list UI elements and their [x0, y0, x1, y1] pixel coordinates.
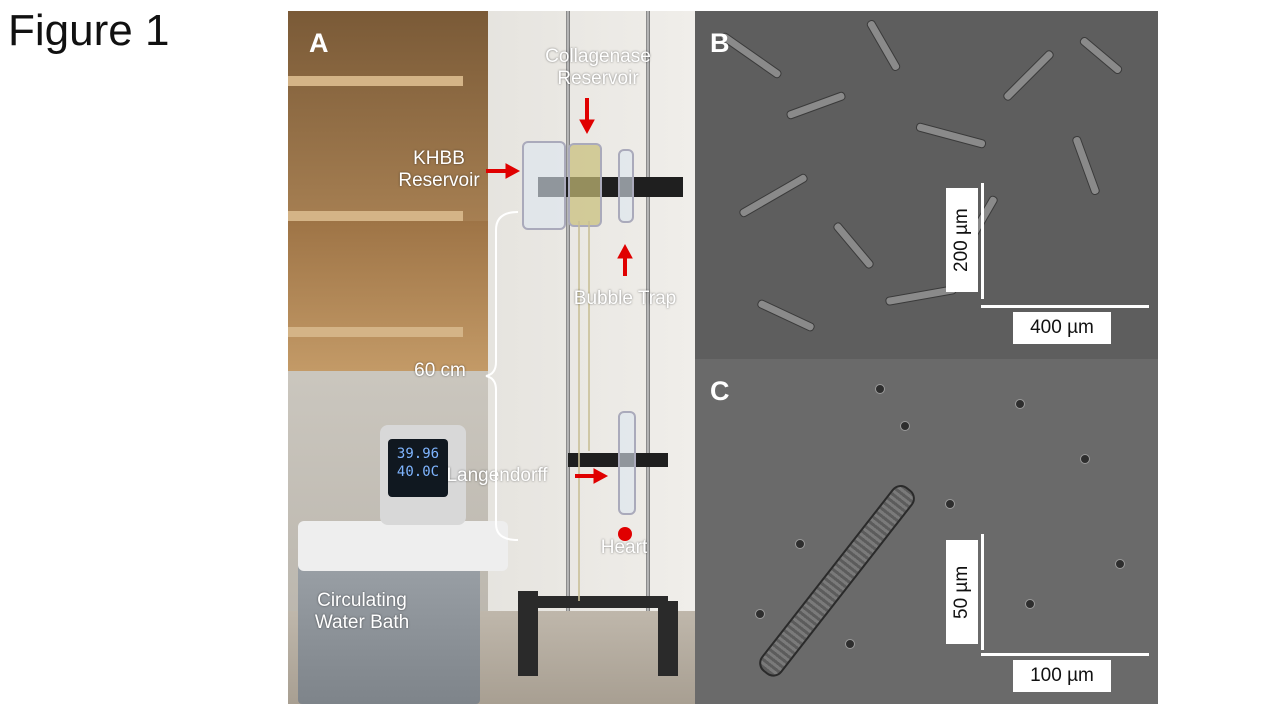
tubing	[588, 221, 590, 451]
display-reading-1: 39.96	[396, 446, 440, 462]
cell-shape	[865, 18, 902, 73]
display-reading-2: 40.0C	[396, 464, 440, 480]
shelf-board	[288, 327, 463, 337]
cell-shape	[756, 298, 816, 333]
scale-bar-b-vertical	[981, 183, 984, 299]
panel-b-micrograph	[695, 11, 1158, 359]
shelf-board	[288, 76, 463, 86]
label-height: 60 cm	[414, 360, 466, 381]
shelf-lower	[288, 221, 488, 371]
stand-rod-left	[566, 11, 570, 611]
cell-shape	[915, 121, 987, 150]
water-bath-body	[298, 561, 480, 704]
debris-speck	[845, 639, 855, 649]
langendorff-column	[618, 411, 636, 515]
stand-base-bar	[528, 596, 668, 608]
bubble-trap-tube	[618, 149, 634, 223]
label-heart: Heart	[600, 537, 648, 558]
khbb-bottle	[522, 141, 566, 230]
scale-label-c-horizontal: 100 µm	[1013, 660, 1111, 692]
debris-speck	[1115, 559, 1125, 569]
scale-label-b-horizontal: 400 µm	[1013, 312, 1111, 344]
figure-title: Figure 1	[8, 6, 170, 55]
cell-shape	[831, 220, 876, 271]
scale-bar-c-horizontal	[981, 653, 1149, 656]
scale-label-c-vertical: 50 µm	[946, 540, 978, 644]
debris-speck	[945, 499, 955, 509]
stand-rod-right	[646, 11, 650, 611]
debris-speck	[900, 421, 910, 431]
panel-letter-c: C	[710, 376, 730, 406]
shelf-upper	[288, 11, 488, 221]
panel-a-photo: 39.96 40.0C	[288, 11, 695, 704]
label-collagenase-reservoir: Collagenase Reservoir	[545, 46, 651, 89]
stand-base-right	[658, 601, 678, 676]
scale-bar-c-vertical	[981, 534, 984, 650]
collagenase-bottle	[568, 143, 602, 227]
label-bubble-trap: Bubble Trap	[573, 288, 677, 309]
cell-shape	[737, 172, 810, 219]
wall	[488, 11, 695, 631]
panel-letter-a: A	[309, 28, 329, 58]
debris-speck	[1080, 454, 1090, 464]
cell-shape	[1071, 134, 1101, 197]
label-water-bath: Circulating Water Bath	[314, 590, 410, 633]
cell-shape	[1078, 35, 1124, 76]
label-khbb-reservoir: KHBB Reservoir	[398, 148, 480, 191]
label-langendorff: Langendorff	[446, 465, 548, 486]
cell-shape	[1001, 48, 1056, 103]
debris-speck	[795, 539, 805, 549]
shelf-board	[288, 211, 463, 221]
circulator-display: 39.96 40.0C	[388, 439, 448, 497]
scale-label-b-vertical: 200 µm	[946, 188, 978, 292]
debris-speck	[875, 384, 885, 394]
cell-shape	[785, 90, 847, 121]
debris-speck	[755, 609, 765, 619]
debris-speck	[1025, 599, 1035, 609]
tubing	[578, 221, 580, 601]
stand-base-left	[518, 591, 538, 676]
panel-letter-b: B	[710, 28, 730, 58]
heart-marker	[618, 527, 632, 541]
debris-speck	[1015, 399, 1025, 409]
scale-bar-b-horizontal	[981, 305, 1149, 308]
water-bath-lid	[298, 521, 508, 571]
